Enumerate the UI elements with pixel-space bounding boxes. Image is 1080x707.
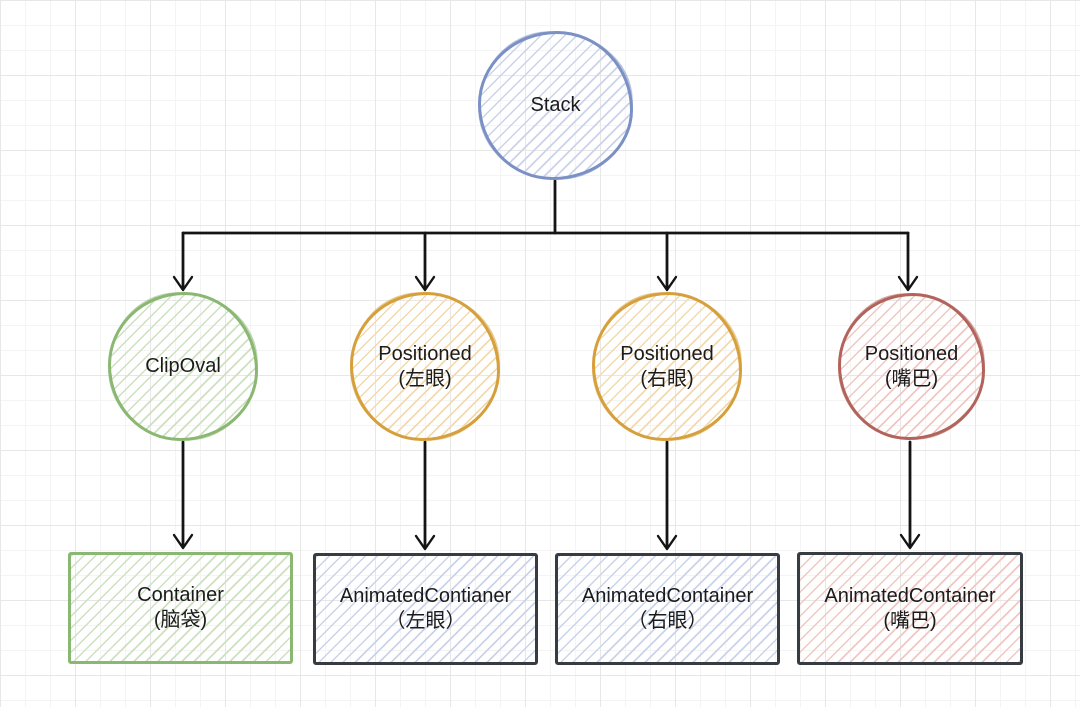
node-positioned-mouth-label: Positioned — [864, 342, 959, 365]
node-positioned-mouth-sublabel: (嘴巴) — [884, 367, 939, 390]
node-animatedcontainer-right-eye-label: AnimatedContainer — [581, 585, 754, 607]
edge-bus-to-clipoval — [172, 231, 194, 292]
node-clipoval-label: ClipOval — [145, 355, 221, 377]
node-stack: Stack — [478, 31, 633, 180]
node-animatedcontainer-right-eye-sublabel: （右眼） — [627, 610, 708, 632]
node-positioned-right-eye-label: Positioned — [620, 342, 714, 365]
node-animatedcontainer-mouth-label: AnimatedContainer — [824, 584, 996, 607]
edge-bus — [181, 231, 910, 235]
edge-clipoval-to-container-head — [172, 440, 194, 550]
edge-bus-to-positioned-left-eye — [414, 231, 436, 292]
node-animatedcontianer-left-eye-label: AnimatedContianer — [339, 585, 512, 607]
node-positioned-left-eye-sublabel: (左眼) — [398, 367, 452, 390]
node-container-head-label: Container — [137, 584, 224, 606]
edge-positioned-left-eye-to-animatedcontianer — [414, 440, 436, 551]
edge-positioned-right-eye-to-animatedcontainer — [656, 440, 678, 551]
node-animatedcontainer-mouth-sublabel: (嘴巴) — [883, 609, 937, 632]
node-animatedcontainer-right-eye: AnimatedContainer （右眼） — [555, 553, 780, 665]
node-positioned-right-eye-sublabel: (右眼) — [640, 367, 694, 390]
node-positioned-mouth: Positioned (嘴巴) — [838, 293, 985, 440]
edge-bus-to-positioned-mouth — [897, 231, 919, 292]
node-positioned-left-eye: Positioned (左眼) — [350, 292, 500, 441]
node-container-head-sublabel: (脑袋) — [153, 609, 208, 631]
node-positioned-left-eye-label: Positioned — [378, 342, 472, 365]
node-positioned-right-eye: Positioned (右眼) — [592, 292, 742, 441]
node-container-head: Container (脑袋) — [68, 552, 293, 664]
edge-positioned-mouth-to-animatedcontainer — [899, 440, 921, 550]
node-clipoval: ClipOval — [108, 292, 258, 441]
node-animatedcontianer-left-eye-sublabel: （左眼） — [385, 610, 466, 632]
node-animatedcontainer-mouth: AnimatedContainer (嘴巴) — [797, 552, 1023, 665]
node-stack-label: Stack — [530, 94, 581, 116]
edge-bus-to-positioned-right-eye — [656, 231, 678, 292]
node-animatedcontianer-left-eye: AnimatedContianer （左眼） — [313, 553, 538, 665]
